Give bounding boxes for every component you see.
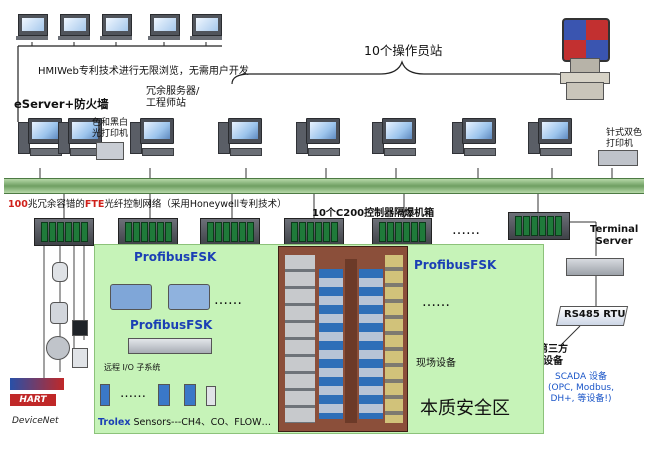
operator-station-1 bbox=[218, 118, 262, 164]
web-client-4 bbox=[146, 14, 182, 42]
sensors-caption: Trolex Sensors---CH4、CO、FLOW… bbox=[98, 414, 271, 428]
fte-acronym: FTE bbox=[84, 199, 105, 210]
profibus-label-2: ProfibusFSK bbox=[130, 318, 213, 332]
fte-desc-2: 光纤控制网络（采用Honeywell专利技术） bbox=[104, 199, 287, 210]
devicenet-logo: DeviceNet bbox=[12, 416, 59, 426]
controller-ellipsis: …… bbox=[452, 222, 480, 238]
color-printer bbox=[96, 142, 124, 160]
fte-speed: 100 bbox=[8, 199, 28, 210]
field-transmitter-4 bbox=[72, 348, 88, 368]
sensor-4 bbox=[206, 386, 216, 406]
operator-station-4 bbox=[452, 118, 496, 164]
field-transmitter-1 bbox=[52, 262, 68, 282]
hmiweb-caption: HMIWeb专利技术进行无限浏览，无需用户开发 bbox=[38, 66, 249, 77]
dot-printer-label: 针式双色 打印机 bbox=[606, 128, 643, 149]
sensors-brand: Trolex bbox=[98, 417, 131, 428]
c200-controller-3 bbox=[200, 218, 260, 246]
scada-label: SCADA 设备 (OPC, Modbus, DH+, 等设备!) bbox=[548, 372, 614, 404]
web-client-1 bbox=[14, 14, 50, 42]
hart-logo: HART bbox=[10, 394, 56, 406]
profibus-label-1: ProfibusFSK bbox=[134, 250, 217, 264]
fieldbus-logo bbox=[10, 378, 64, 390]
c200-controller-4 bbox=[284, 218, 344, 246]
redundant-server-workstation bbox=[130, 118, 174, 164]
profibus-ellipsis-1: …… bbox=[214, 292, 242, 308]
field-valve bbox=[46, 336, 70, 360]
remote-io-label: 远程 I/O 子系统 bbox=[104, 363, 161, 372]
operator-station-3 bbox=[372, 118, 416, 164]
remote-io-rack bbox=[128, 338, 212, 354]
web-client-5 bbox=[188, 14, 224, 42]
intrinsic-safety-label: 本质安全区 bbox=[420, 398, 510, 419]
sensors-list: Sensors---CH4、CO、FLOW… bbox=[130, 417, 272, 428]
profibus-device-1 bbox=[110, 284, 152, 310]
sensor-1 bbox=[100, 384, 110, 406]
redundant-server-label: 冗余服务器/ 工程师站 bbox=[146, 86, 200, 109]
field-transmitter-3 bbox=[72, 320, 88, 336]
sensor-3 bbox=[184, 384, 196, 406]
workstation-2 bbox=[58, 118, 102, 164]
operator-console-image bbox=[556, 18, 612, 100]
color-printer-label: 色和黑白 光打印机 bbox=[92, 118, 129, 139]
web-client-3 bbox=[98, 14, 134, 42]
terminal-server-label: Terminal Server bbox=[590, 224, 639, 247]
c200-controller-1 bbox=[34, 218, 94, 246]
dot-matrix-printer bbox=[598, 150, 638, 166]
fte-network-label: 100兆冗余容错的FTE光纤控制网络（采用Honeywell专利技术） bbox=[8, 196, 287, 210]
operator-stations-label: 10个操作员站 bbox=[364, 43, 443, 58]
sensor-ellipsis: …… bbox=[120, 386, 146, 401]
controller-label: 10个C200控制器隔爆机箱 bbox=[312, 208, 435, 219]
rs485-rtu-label: RS485 RTU bbox=[564, 309, 626, 320]
c200-controller-5 bbox=[372, 218, 432, 246]
field-device-label: 现场设备 bbox=[416, 358, 456, 369]
operator-station-5 bbox=[528, 118, 572, 164]
eserver-workstation bbox=[18, 118, 62, 164]
eserver-label: eServer+防火墙 bbox=[14, 97, 109, 111]
third-party-label: 第三方 设备 bbox=[538, 344, 568, 367]
fte-desc-1: 兆冗余容错的 bbox=[27, 199, 85, 210]
terminal-server-device bbox=[566, 258, 624, 276]
operator-station-2 bbox=[296, 118, 340, 164]
fte-network-band bbox=[4, 178, 644, 194]
hart-logo-text: HART bbox=[19, 395, 47, 405]
web-client-2 bbox=[56, 14, 92, 42]
profibus-ellipsis-2: …… bbox=[422, 294, 450, 310]
explosion-proof-cabinet-image bbox=[278, 246, 408, 432]
sensor-2 bbox=[158, 384, 170, 406]
c200-controller-2 bbox=[118, 218, 178, 246]
profibus-label-3: ProfibusFSK bbox=[414, 258, 497, 272]
profibus-device-2 bbox=[168, 284, 210, 310]
field-transmitter-2 bbox=[50, 302, 68, 324]
c200-controller-6 bbox=[508, 212, 570, 240]
